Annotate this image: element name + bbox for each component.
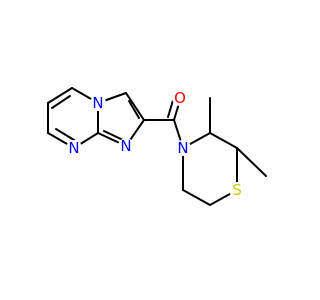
atom-n-bridge-background bbox=[90, 95, 106, 111]
atom-n-amide-background bbox=[175, 140, 191, 156]
atom-n-pyrimidine: N bbox=[66, 139, 82, 157]
atom-o-carbonyl-label: O bbox=[174, 89, 186, 107]
bond-c6-c5 bbox=[182, 189, 211, 206]
bond-n-imidazole-c8a-double bbox=[103, 130, 124, 141]
atom-labels: N N N O N S bbox=[66, 89, 245, 199]
atom-o-carbonyl: O bbox=[172, 89, 188, 107]
atom-n-bridge-label: N bbox=[92, 94, 103, 112]
atom-s-ring: S bbox=[229, 181, 245, 199]
atom-n-imidazole: N bbox=[118, 137, 134, 155]
bond-c3i-c2i-double bbox=[128, 100, 140, 119]
bond-c3-n-pyrimidine-double bbox=[55, 128, 75, 141]
atom-n-amide-label: N bbox=[177, 139, 188, 157]
atom-n-imidazole-background bbox=[118, 138, 134, 154]
atom-n-amide: N bbox=[175, 139, 191, 157]
bond-c3i-c2i bbox=[125, 92, 145, 121]
atom-n-pyrimidine-background bbox=[66, 140, 82, 156]
bond-c1-c2-double bbox=[51, 95, 71, 109]
bond-c1-c2 bbox=[47, 87, 73, 104]
atom-s-ring-background bbox=[229, 182, 245, 198]
atom-o-carbonyl-background bbox=[172, 90, 188, 106]
atom-n-imidazole-label: N bbox=[120, 137, 131, 155]
atom-n-pyrimidine-label: N bbox=[68, 139, 79, 157]
atom-n-bridge: N bbox=[90, 94, 106, 112]
bond-c3-c2 bbox=[209, 132, 238, 149]
bond-c2-methyl bbox=[236, 147, 267, 177]
atom-s-ring-label: S bbox=[232, 181, 242, 199]
molecule-structure-diagram: N N N O N S bbox=[47, 87, 267, 206]
